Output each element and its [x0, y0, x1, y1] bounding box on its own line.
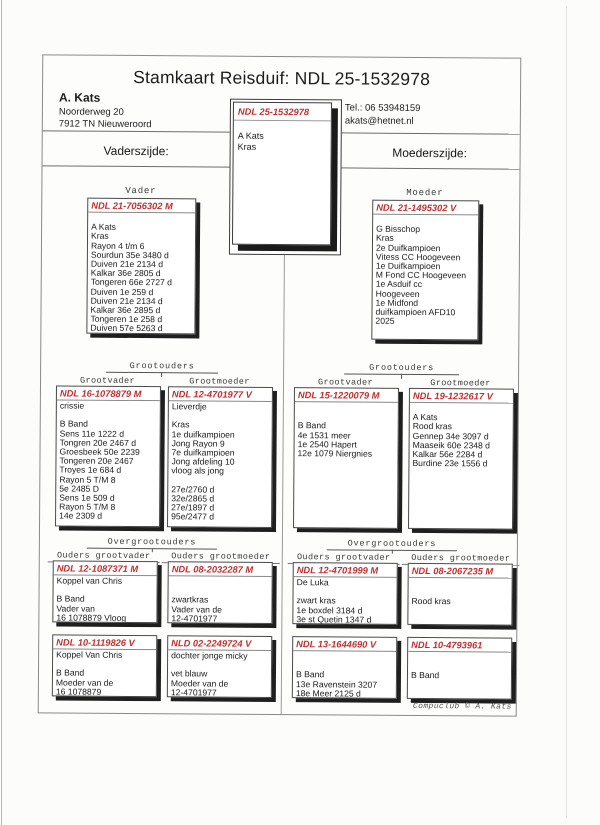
ring-number: NDL 08-2032287 M [168, 562, 272, 577]
pedigree-box-mother-ggp2: NDL 08-2067235 M Rood kras [407, 562, 513, 626]
pedigree-box-father-ggp3: NDL 10-1119826 V Koppel Van Chris B Band… [51, 634, 158, 698]
father-label: Vader [125, 185, 157, 197]
ring-number: NDL 15-1220079 M [294, 388, 398, 403]
father-side-label: Vaderszijde: [103, 143, 169, 159]
center-divider-line [280, 253, 285, 715]
email-address: akats@hetnet.nl [344, 115, 414, 127]
ring-number: NDL 08-2067235 M [408, 563, 512, 579]
page-title: Stamkaart Reisduif: NDL 25-1532978 [133, 66, 431, 90]
phone-number: Tel.: 06 53948159 [344, 102, 421, 114]
connector-tick [161, 372, 163, 378]
father-grandparents-title: Grootouders [106, 360, 219, 374]
divider-line [339, 132, 520, 135]
ring-number: NDL 19-1232617 V [409, 388, 513, 404]
compuclub-credit: Compuclub © A. Kats [412, 701, 512, 712]
pedigree-lines: B Band [410, 671, 440, 681]
mother-label: Moeder [406, 187, 444, 199]
owner-address-line2: 7912 TN Nieuweroord [58, 117, 152, 130]
mother-side-label: Moederszijde: [392, 145, 468, 161]
pedigree-lines: Rood kras [411, 597, 451, 607]
divider-line [42, 165, 230, 168]
subject-ring-number: NDL 25-1532978 [233, 102, 331, 122]
ring-number: NDL 12-1087371 M [53, 561, 157, 577]
ring-number: NDL 21-1495302 V [373, 200, 479, 216]
pedigree-box-father-ggp4: NLD 02-2249724 V dochter jonge micky vet… [166, 635, 273, 698]
ring-number: NLD 02-2249724 V [168, 636, 272, 651]
divider-line [42, 130, 230, 133]
scan-edge-left [1, 0, 2, 825]
owner-address-line1: Noorderweg 20 [58, 106, 124, 118]
owner-block: A. Kats Noorderweg 20 7912 TN Nieuweroor… [59, 90, 152, 130]
ring-number: NDL 12-4701999 M [293, 563, 397, 578]
ring-number: NDL 16-1078879 M [56, 386, 160, 402]
pedigree-box-father-ggp1: NDL 12-1087371 M Koppel van Chris B Band… [52, 560, 158, 624]
pedigree-card-frame: Stamkaart Reisduif: NDL 25-1532978 A. Ka… [37, 54, 522, 717]
connector-tick [401, 373, 403, 379]
pedigree-box-mother-ggp4: NDL 10-4793961 B Band [406, 636, 513, 700]
ring-number: NDL 12-4701977 V [168, 387, 272, 402]
contact-block: Tel.: 06 53948159 akats@hetnet.nl [345, 101, 421, 128]
ring-number: NDL 21-7056302 M [88, 198, 196, 214]
scan-edge-right [566, 6, 567, 818]
ring-number: NDL 10-4793961 [408, 637, 512, 653]
ring-number: NDL 10-1119826 V [53, 635, 157, 651]
divider-line [339, 167, 520, 170]
ring-number: NDL 13-1644690 V [293, 637, 397, 652]
owner-name: A. Kats [58, 90, 101, 105]
